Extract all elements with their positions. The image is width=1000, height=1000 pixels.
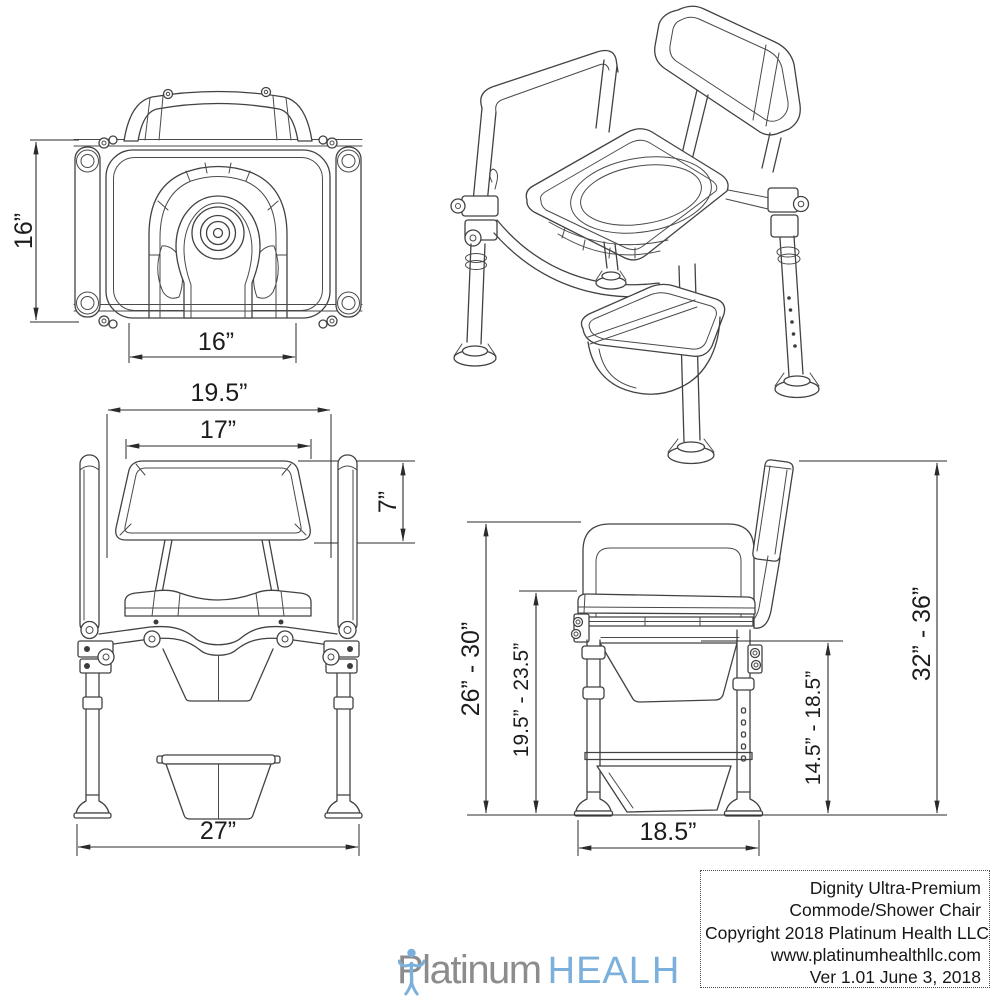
- dim-side-under-seat-clearance: 14.5” - 18.5”: [802, 671, 825, 785]
- copyright-line: Copyright 2018 Platinum Health LLC: [705, 922, 990, 943]
- dim-side-armrest-height: 26” - 30”: [457, 622, 485, 716]
- dim-side-overall-height: 32” - 36”: [908, 587, 936, 681]
- website-line: www.platinumhealthllc.com: [770, 944, 981, 965]
- side-view-drawing: 26” - 30” 19.5” - 23.5” 14.5” - 18.5” 32…: [457, 459, 947, 856]
- dim-front-base-width: 27”: [200, 817, 236, 845]
- product-name-line1: Dignity Ultra-Premium: [809, 878, 981, 898]
- dim-top-seat-width: 16”: [198, 328, 234, 356]
- logo-health-text-heal: HEAL: [547, 950, 651, 992]
- isometric-view-drawing: [450, 5, 820, 465]
- logo-platinum-text: Platinum: [397, 948, 542, 992]
- dim-top-depth: 16”: [10, 213, 38, 249]
- title-block: Dignity Ultra-Premium Commode/Shower Cha…: [700, 870, 990, 988]
- dim-side-base-depth: 18.5”: [640, 818, 697, 846]
- logo-person-icon: [398, 948, 425, 996]
- logo-health-text-h: H: [651, 950, 681, 992]
- version-line: Ver 1.01 June 3, 2018: [809, 967, 981, 988]
- dim-side-seat-height: 19.5” - 23.5”: [510, 643, 533, 757]
- top-view-drawing: 16” 16”: [10, 86, 363, 363]
- dim-front-overall-width: 19.5”: [191, 379, 248, 407]
- front-view-drawing: 19.5” 17” 7”: [73, 379, 415, 856]
- dim-front-backrest-height: 7”: [374, 491, 402, 513]
- product-name-line2: Commode/Shower Chair: [789, 900, 981, 921]
- dim-front-backrest-width: 17”: [200, 416, 236, 444]
